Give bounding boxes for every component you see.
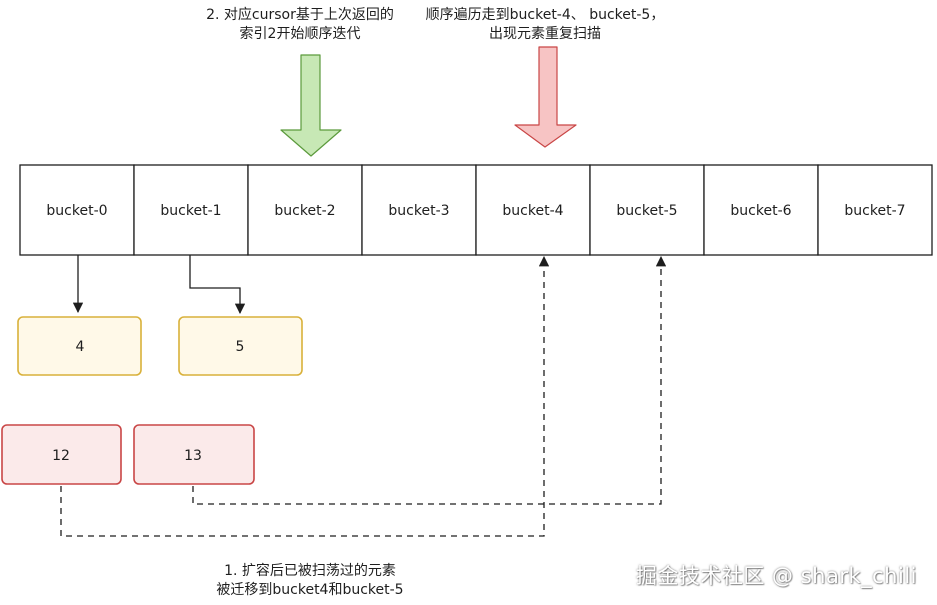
migrated-node-12: 12 — [1, 424, 122, 485]
annotation-line: 索引2开始顺序迭代 — [239, 26, 361, 42]
entry-value: 13 — [184, 448, 202, 464]
bucket-cell-4: bucket-4 — [475, 164, 591, 256]
cursor-start-arrow — [280, 54, 342, 157]
entry-value: 5 — [236, 339, 245, 355]
migration-to-bucket-4-arrow — [60, 255, 550, 537]
annotation-line: 顺序遍历走到bucket-4、 bucket-5， — [425, 7, 665, 23]
entry-node-4: 4 — [17, 316, 142, 376]
bucket-label: bucket-1 — [160, 203, 221, 219]
migration-annotation: 1. 扩容后已被扫荡过的元素 被迁移到bucket4和bucket-5 — [195, 562, 425, 600]
bucket-label: bucket-7 — [844, 203, 905, 219]
annotation-line: 2. 对应cursor基于上次返回的 — [206, 7, 394, 23]
cursor-annotation: 2. 对应cursor基于上次返回的 索引2开始顺序迭代 — [150, 6, 450, 44]
entry-node-5: 5 — [178, 316, 303, 376]
bucket-cell-3: bucket-3 — [361, 164, 477, 256]
bucket-cell-7: bucket-7 — [817, 164, 933, 256]
bucket-cell-6: bucket-6 — [703, 164, 819, 256]
annotation-line: 被迁移到bucket4和bucket-5 — [216, 582, 404, 598]
watermark: 掘金技术社区 @ shark_chili — [635, 564, 917, 588]
migrated-node-13: 13 — [133, 424, 255, 485]
bucket-1-chain-arrow — [189, 255, 246, 315]
bucket-cell-0: bucket-0 — [19, 164, 135, 256]
bucket-label: bucket-5 — [616, 203, 677, 219]
entry-value: 12 — [52, 448, 70, 464]
duplicate-scan-arrow — [514, 46, 577, 148]
migration-to-bucket-5-arrow — [192, 255, 667, 505]
entry-value: 4 — [76, 339, 85, 355]
annotation-line: 1. 扩容后已被扫荡过的元素 — [224, 563, 396, 579]
bucket-array: bucket-0 bucket-1 bucket-2 bucket-3 bucket-4… — [19, 164, 933, 256]
bucket-label: bucket-2 — [274, 203, 335, 219]
bucket-label: bucket-4 — [502, 203, 563, 219]
bucket-label: bucket-0 — [46, 203, 107, 219]
annotation-line: 出现元素重复扫描 — [489, 26, 601, 42]
duplicate-scan-annotation: 顺序遍历走到bucket-4、 bucket-5， 出现元素重复扫描 — [400, 6, 690, 44]
bucket-label: bucket-3 — [388, 203, 449, 219]
bucket-cell-5: bucket-5 — [589, 164, 705, 256]
bucket-cell-2: bucket-2 — [247, 164, 363, 256]
bucket-label: bucket-6 — [730, 203, 791, 219]
bucket-cell-1: bucket-1 — [133, 164, 249, 256]
